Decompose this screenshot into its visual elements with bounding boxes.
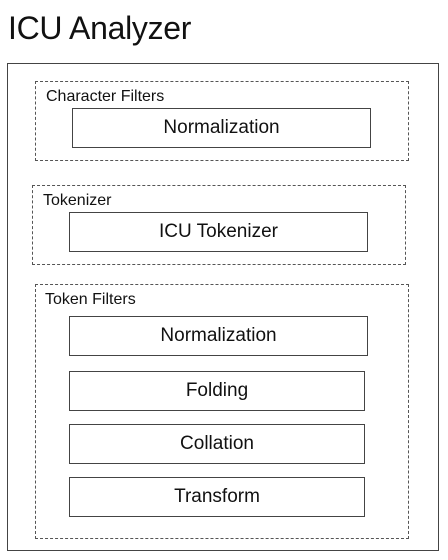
character-filters-group bbox=[35, 81, 409, 161]
diagram-title: ICU Analyzer bbox=[8, 10, 192, 46]
token-filters-group bbox=[35, 284, 409, 539]
character-filters-label: Character Filters bbox=[46, 88, 165, 105]
collation-box: Collation bbox=[69, 424, 365, 464]
analyzer-frame bbox=[7, 63, 439, 551]
char-filter-normalization-box: Normalization bbox=[72, 108, 371, 148]
tokenizer-label: Tokenizer bbox=[43, 192, 112, 209]
icu-tokenizer-box: ICU Tokenizer bbox=[69, 212, 368, 252]
token-filter-normalization-box: Normalization bbox=[69, 316, 368, 356]
transform-box: Transform bbox=[69, 477, 365, 517]
token-filters-label: Token Filters bbox=[45, 291, 136, 308]
folding-box: Folding bbox=[69, 371, 365, 411]
tokenizer-group bbox=[32, 185, 406, 265]
